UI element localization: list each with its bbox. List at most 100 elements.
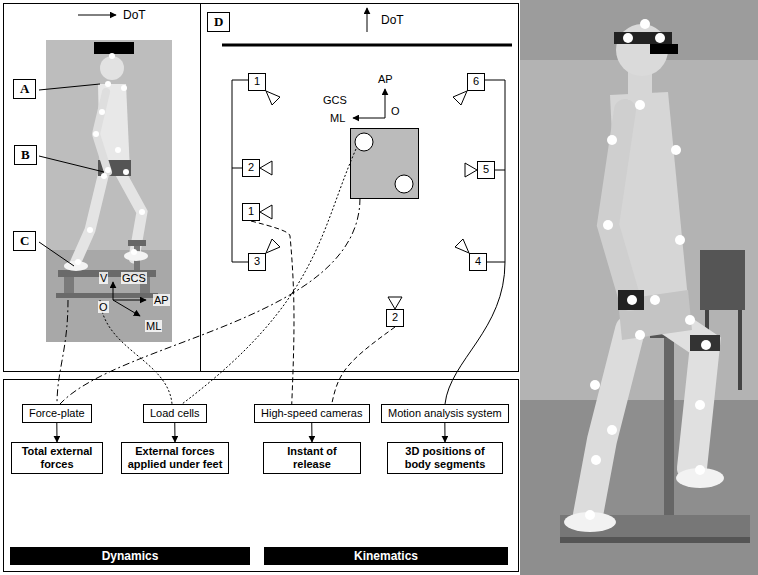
result-box: External forces applied under feet: [121, 442, 229, 474]
camera-lens: [260, 205, 272, 219]
subject-photo-left: [75, 259, 81, 265]
subject-photo-left: [115, 147, 121, 153]
subject-photo-right: [627, 295, 637, 305]
axis-arrow: [113, 300, 140, 316]
subject-photo-right: [635, 330, 645, 340]
box-text: C: [20, 233, 29, 249]
axis-label: O: [391, 105, 400, 117]
camera-lens: [260, 161, 272, 175]
axis-label: ML: [330, 112, 345, 124]
box-text: 1: [243, 204, 259, 219]
source-line: [57, 300, 68, 404]
camera-number: 1: [242, 203, 260, 221]
subject-photo-left: [46, 40, 172, 342]
subject-photo-left: [56, 293, 158, 298]
subject-photo-right: [671, 145, 681, 155]
camera-number: 2: [386, 309, 404, 327]
panel-frame: [200, 4, 201, 372]
camera-frame: [232, 168, 242, 169]
category-bar: Kinematics: [264, 547, 508, 565]
callout-letter: D: [207, 12, 230, 32]
subject-photo-right: [655, 33, 665, 43]
axis-label: V: [99, 272, 108, 284]
box-text: Load cells: [150, 407, 200, 420]
box-text: High-speed cameras: [261, 407, 363, 420]
subject-photo-right: [520, 400, 758, 575]
axis-arrow: [113, 300, 146, 301]
source-line: [60, 198, 360, 404]
camera-lens: [453, 91, 467, 105]
box-text: Kinematics: [268, 549, 504, 563]
camera-number: 1: [248, 73, 266, 91]
direction-arrow: [78, 8, 367, 32]
walkway-edge: [222, 44, 512, 47]
source-line: [57, 149, 505, 404]
subject-photo-right: [701, 340, 711, 350]
subject-photo-right: [695, 400, 705, 410]
subject-photo-left: [109, 53, 115, 59]
box-text: 2: [387, 310, 403, 325]
subject-photo-left: [121, 85, 127, 91]
source-line: [182, 149, 356, 404]
source-line: [100, 300, 172, 404]
box-text: 5: [478, 162, 494, 177]
box-text: D: [214, 14, 223, 30]
camera-lens: [266, 91, 280, 105]
source-box: Motion analysis system: [381, 404, 509, 423]
box-text: Instant of release: [268, 445, 356, 471]
leader-line: [39, 156, 104, 172]
force-plate-schematic: [351, 129, 419, 199]
subject-photo-left: [93, 131, 99, 137]
axis-label: O: [98, 301, 109, 313]
box-text: 4: [470, 254, 486, 269]
walkway-edge: [222, 45, 512, 46]
direction-arrow: [78, 15, 116, 16]
source-line: [445, 262, 505, 404]
box-text: Dynamics: [14, 549, 246, 563]
subject-photo-left: [94, 42, 134, 54]
subject-photo-left: [105, 167, 111, 173]
subject-photo-left: [87, 227, 93, 233]
subject-photo-left: [64, 277, 74, 295]
subject-photo-left: [139, 209, 145, 215]
box-text: 6: [468, 74, 484, 89]
subject-photo-right: [675, 235, 685, 245]
subject-photo-right: [608, 110, 630, 300]
subject-photo-right: [585, 19, 711, 520]
subject-photo-right: [685, 315, 695, 325]
result-box: Instant of release: [263, 442, 361, 474]
box-text: 3D positions of body segments: [392, 445, 498, 471]
result-box: 3D positions of body segments: [387, 442, 503, 474]
axis-label: GCS: [121, 272, 147, 284]
callout-letter: B: [14, 145, 37, 165]
axis-label: DoT: [381, 14, 404, 26]
subject-photo-left: [131, 249, 137, 255]
axis-arrow: [113, 89, 385, 316]
leader-line: [39, 84, 100, 90]
leader-line: [39, 242, 74, 266]
box-text: 3: [249, 254, 265, 269]
subject-photo-right: [690, 335, 720, 351]
box-text: Motion analysis system: [388, 407, 502, 420]
callout-letter: A: [13, 79, 36, 99]
camera-frame: [495, 170, 505, 171]
axis-label: GCS: [323, 94, 347, 106]
camera-lens: [388, 297, 402, 309]
subject-photo-right: [618, 290, 692, 340]
panel-frame: [4, 4, 519, 572]
panel-frame: [4, 380, 519, 572]
box-text: 2: [243, 160, 259, 175]
subject-photo-left: [128, 240, 146, 246]
axis-arrow: [113, 282, 114, 300]
force-plate-schematic: [351, 129, 419, 199]
axis-arrow: [353, 118, 385, 119]
force-plate-schematic: [355, 133, 373, 151]
camera-number: 4: [469, 253, 487, 271]
subject-photo-right: [618, 290, 644, 310]
subject-photo-right: [603, 220, 613, 230]
camera-number: 2: [242, 159, 260, 177]
subject-photo-left: [75, 53, 145, 265]
subject-photo-left: [123, 169, 129, 175]
